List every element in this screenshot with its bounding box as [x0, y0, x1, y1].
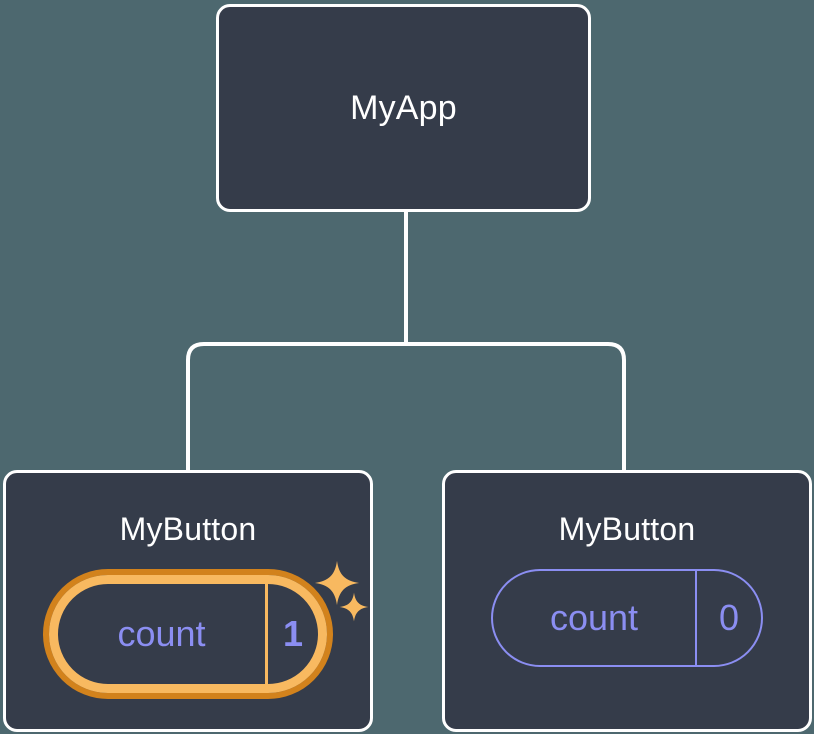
- state-pill-inner: count 1: [49, 575, 327, 693]
- edge-branch-bar: [186, 342, 626, 470]
- node-mybutton-left-label: MyButton: [119, 511, 257, 547]
- state-pill-key: count: [117, 613, 206, 654]
- state-pill-count-plain[interactable]: count 0: [491, 569, 763, 667]
- node-myapp[interactable]: MyApp: [216, 4, 591, 212]
- state-pill-value: 0: [718, 597, 740, 638]
- node-mybutton-right-label: MyButton: [558, 511, 696, 547]
- state-pill-wrapper-right: count 0: [445, 569, 809, 667]
- state-pill-divider: [695, 571, 697, 665]
- node-mybutton-left[interactable]: MyButton count 1: [3, 470, 373, 732]
- state-pill-count-highlighted[interactable]: count 1: [43, 569, 333, 699]
- node-myapp-label: MyApp: [350, 89, 457, 127]
- state-pill-wrapper-left: count 1: [6, 569, 370, 699]
- state-pill-key: count: [549, 597, 639, 638]
- state-pill-value: 1: [282, 613, 304, 654]
- state-pill-divider: [265, 584, 268, 684]
- node-mybutton-right[interactable]: MyButton count 0: [442, 470, 812, 732]
